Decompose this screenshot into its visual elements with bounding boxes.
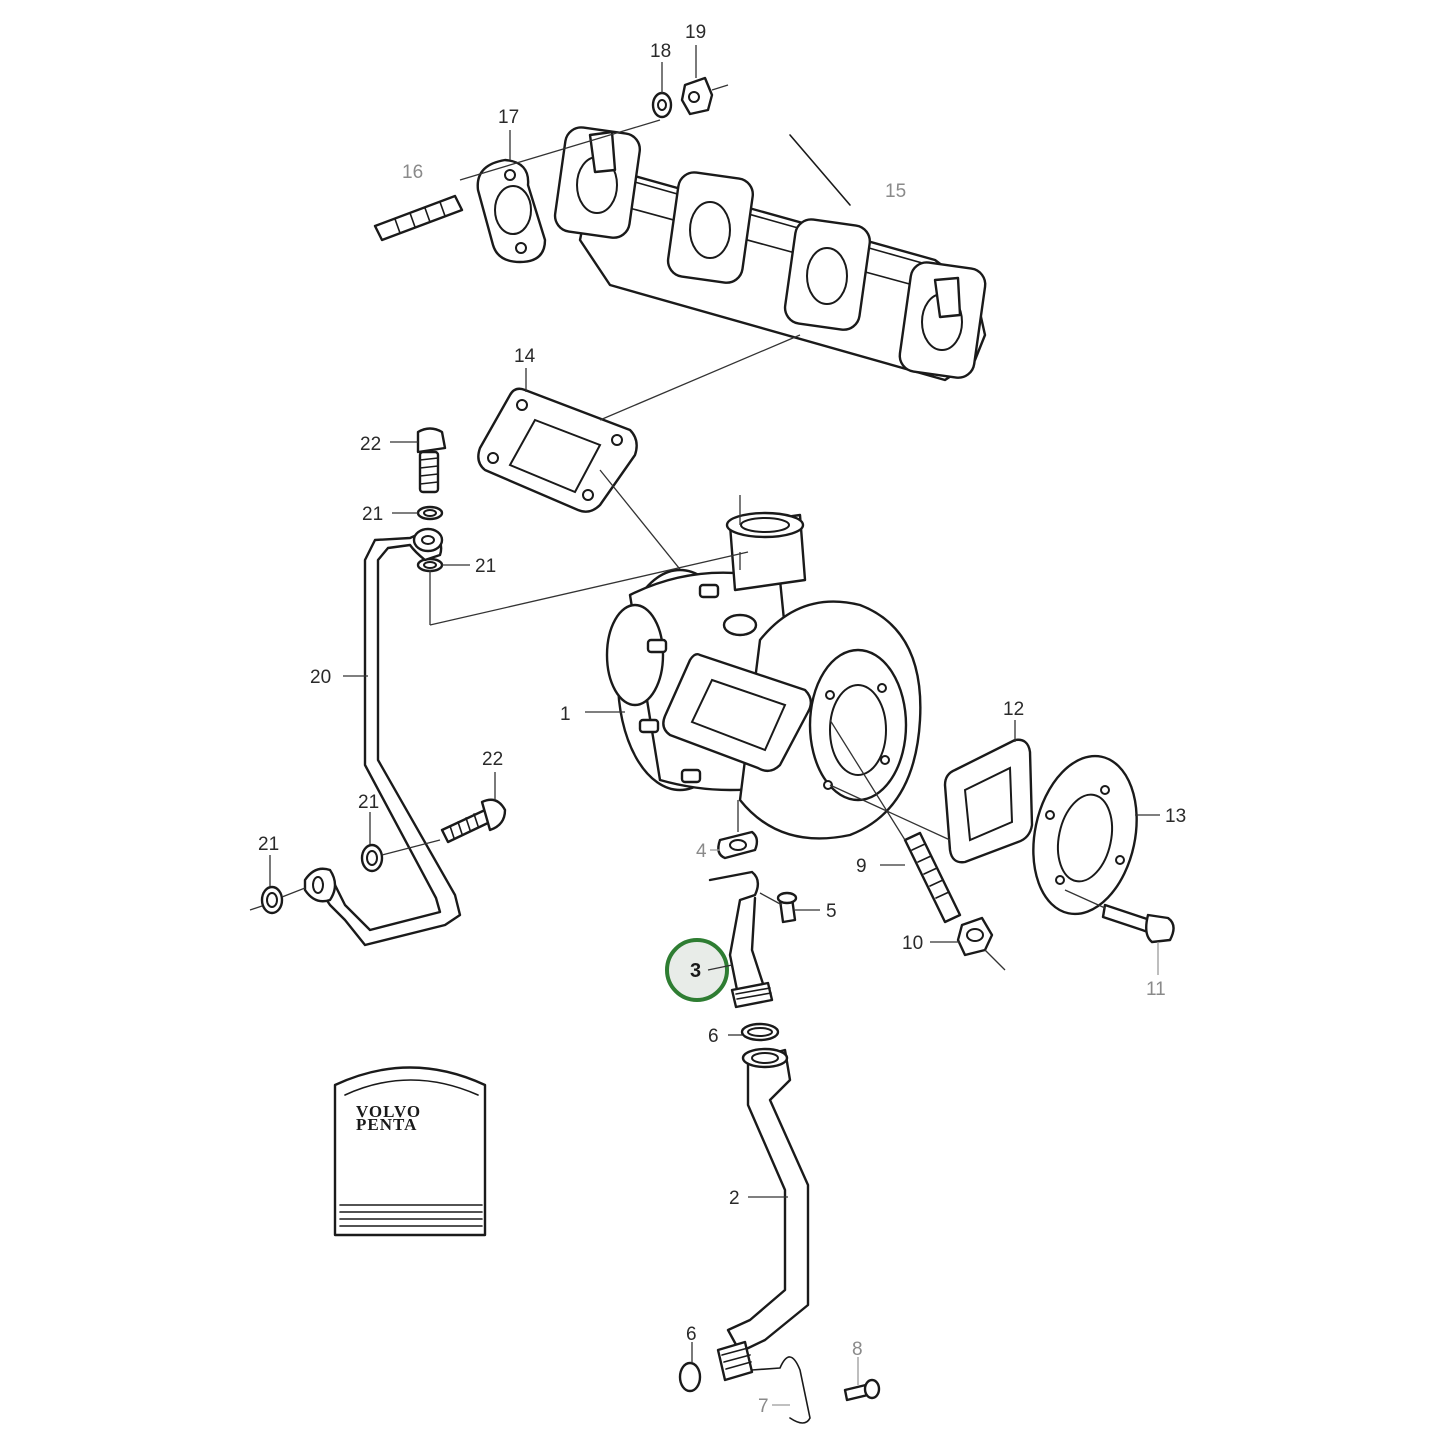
callout-12: 12	[1003, 699, 1024, 720]
gasket-kit-package: VOLVO PENTA	[333, 1066, 487, 1237]
stud-16[interactable]	[373, 194, 464, 242]
pipe-3[interactable]	[708, 870, 774, 1009]
flange-13[interactable]	[1019, 746, 1150, 923]
clip-7[interactable]	[751, 1356, 811, 1424]
callout-3: 3	[690, 960, 701, 982]
callout-11: 11	[1146, 979, 1166, 1000]
callout-1: 1	[560, 704, 571, 725]
callout-6-lower: 6	[686, 1324, 697, 1345]
callout-21-top: 21	[362, 504, 383, 525]
washer-21-top[interactable]	[416, 505, 444, 521]
callout-10: 10	[902, 933, 923, 954]
callout-5: 5	[826, 901, 837, 922]
callout-21-lower-right: 21	[358, 792, 379, 813]
washer-21-lower-right[interactable]	[360, 843, 384, 873]
callout-19: 19	[685, 22, 706, 43]
o-ring-6-upper[interactable]	[740, 1022, 780, 1042]
exhaust-manifold[interactable]	[553, 125, 987, 382]
callout-8: 8	[852, 1339, 863, 1360]
turbo-gasket-14[interactable]	[477, 387, 638, 513]
oil-feed-pipe-20[interactable]	[303, 527, 462, 947]
callout-14: 14	[514, 346, 536, 367]
logo-volvo: VOLVO	[356, 1102, 421, 1121]
bolt-11[interactable]	[1101, 903, 1175, 944]
callout-6-upper: 6	[708, 1026, 719, 1047]
banjo-bolt-22-bottom[interactable]	[440, 798, 507, 844]
logo-penta: PENTA	[356, 1115, 417, 1134]
callout-22-bottom: 22	[482, 749, 503, 770]
gasket-12[interactable]	[943, 738, 1034, 864]
nut-10[interactable]	[956, 916, 994, 957]
callout-20: 20	[310, 667, 331, 688]
callout-2: 2	[729, 1188, 740, 1209]
callout-21-mid: 21	[475, 556, 496, 577]
callout-13: 13	[1165, 806, 1186, 827]
nut-19[interactable]	[680, 76, 714, 116]
callout-22-top: 22	[360, 434, 381, 455]
callout-7: 7	[758, 1396, 769, 1417]
callout-4: 4	[696, 841, 707, 862]
highlighted-callout[interactable]	[665, 938, 733, 1002]
gasket-4[interactable]	[717, 830, 759, 860]
callout-16: 16	[402, 162, 423, 183]
callout-17: 17	[498, 107, 519, 128]
washer-21-lower-left[interactable]	[260, 885, 284, 915]
callout-21-lower-left: 21	[258, 834, 279, 855]
o-ring-6-lower[interactable]	[678, 1361, 702, 1393]
callout-9: 9	[856, 856, 867, 877]
washer-18[interactable]	[651, 91, 673, 119]
stud-9[interactable]	[903, 831, 962, 924]
callout-15: 15	[885, 181, 906, 202]
pipe-2[interactable]	[716, 1047, 810, 1382]
callout-18: 18	[650, 41, 671, 62]
bolt-8[interactable]	[843, 1378, 881, 1402]
banjo-bolt-22-top[interactable]	[416, 427, 447, 494]
washer-21-mid[interactable]	[416, 557, 444, 573]
bolt-5[interactable]	[776, 891, 798, 924]
gasket-17[interactable]	[476, 158, 547, 264]
